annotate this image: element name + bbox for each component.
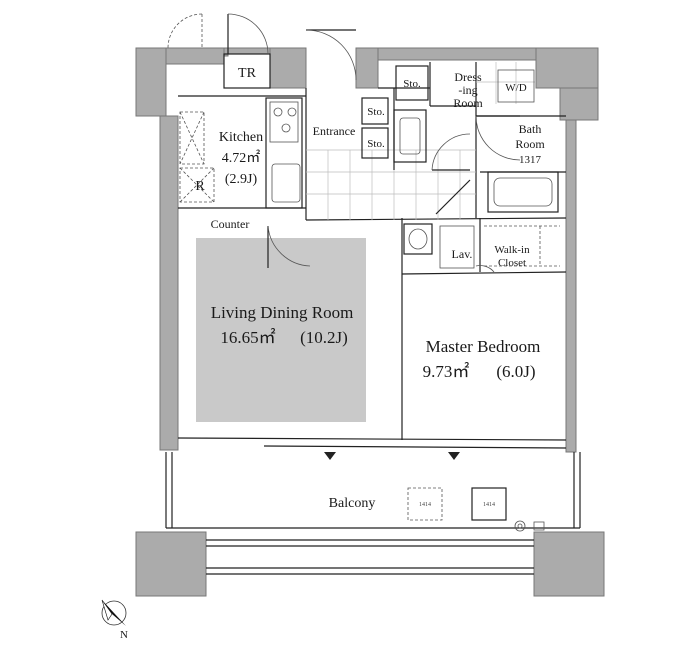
label-bath-size: 1317: [519, 154, 542, 166]
label-kitchen-area: 4.72㎡: [222, 150, 261, 166]
label-bedroom-area: 9.73㎡: [423, 362, 470, 381]
exterior-walls: [135, 47, 605, 597]
label-counter: Counter: [211, 217, 250, 231]
label-kitchen-name: Kitchen: [219, 130, 263, 145]
interior-walls: [177, 62, 567, 449]
label-living-jo: (10.2J): [300, 328, 348, 347]
walk-in-closet-rails: [484, 225, 560, 267]
bath-fixtures: [487, 171, 559, 213]
label-balcony: Balcony: [329, 496, 376, 511]
label-kitchen-jo: (2.9J): [225, 172, 258, 187]
label-balcony-panel-2: 1414: [483, 502, 495, 508]
label-walk-in-line1: Walk-in: [494, 244, 530, 256]
label-dressing-line2: -ing: [458, 83, 477, 97]
kitchen-fixtures: [179, 97, 303, 209]
living-floor-area: [196, 238, 366, 422]
label-bath-line1: Bath: [519, 122, 542, 136]
label-storage-2: Sto.: [367, 138, 385, 150]
lavatory-fixtures: [403, 223, 475, 269]
entrance-floor-tiles: [306, 149, 476, 220]
label-lavatory: Lav.: [452, 247, 473, 261]
doors: [167, 13, 521, 273]
compass: [101, 599, 127, 626]
label-refrigerator: R: [195, 179, 205, 194]
label-bedroom-jo: (6.0J): [496, 362, 535, 381]
label-dressing-line1: Dress: [454, 70, 482, 84]
compass-north-label: N: [120, 629, 128, 641]
label-entrance: Entrance: [313, 124, 356, 138]
window-markers: [324, 452, 460, 460]
label-balcony-panel-1: 1414: [419, 502, 431, 508]
label-living-name: Living Dining Room: [211, 303, 354, 322]
label-dressing-line3: Room: [453, 96, 483, 110]
label-bedroom-name: Master Bedroom: [426, 337, 541, 356]
dressing-room-fixtures: [393, 62, 536, 163]
balcony-structure: [165, 452, 581, 575]
label-walk-in-line2: Closet: [498, 257, 526, 269]
label-bath-line2: Room: [515, 137, 545, 151]
label-storage-3: Sto.: [403, 78, 421, 90]
storage-closets: [361, 65, 429, 159]
trunk-room-box: [223, 53, 271, 89]
label-tr: TR: [238, 66, 257, 81]
label-storage-1: Sto.: [367, 106, 385, 118]
label-living-area: 16.65㎡: [220, 328, 275, 347]
label-washer: W/D: [505, 82, 526, 94]
